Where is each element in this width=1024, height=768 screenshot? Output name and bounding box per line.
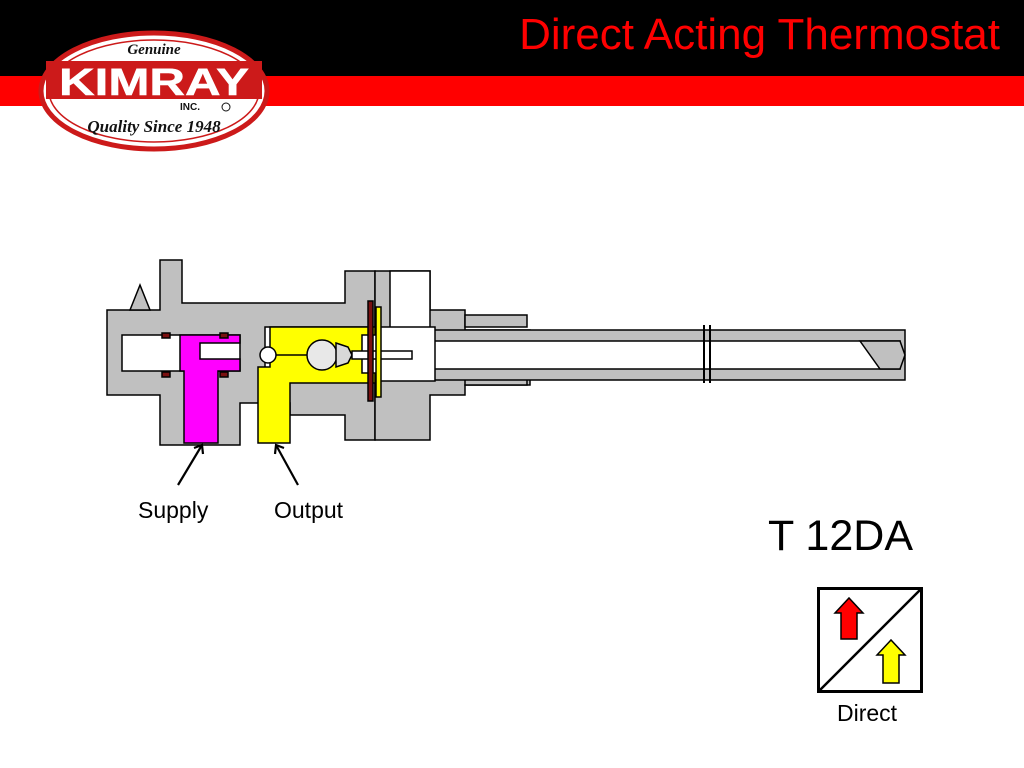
model-number: T 12DA	[768, 512, 913, 560]
output-label: Output	[274, 497, 344, 523]
bellows-ball	[306, 339, 338, 371]
kimray-logo: Genuine KIMRAY INC. Quality Since 1948	[38, 30, 270, 152]
supply-label: Supply	[138, 497, 209, 523]
action-label: Direct	[837, 700, 898, 726]
thermostat-cross-section	[106, 259, 906, 486]
logo-sub-text: INC.	[180, 102, 200, 113]
red-up-arrow-icon	[833, 596, 865, 640]
supply-passage	[179, 334, 241, 444]
logo-brand: KIMRAY	[59, 62, 249, 104]
logo-tagline: Quality Since 1948	[87, 117, 221, 136]
stem-tip	[858, 340, 906, 370]
threaded-fitting	[464, 314, 528, 328]
direct-action-symbol	[817, 587, 923, 693]
slide-title: Direct Acting Thermostat	[519, 10, 1000, 59]
valve-housing	[106, 259, 376, 446]
yellow-up-arrow-icon	[875, 638, 907, 684]
logo-top-text: Genuine	[127, 42, 181, 58]
vent-tip	[128, 282, 152, 311]
valve-ball	[259, 346, 277, 364]
seal	[161, 332, 171, 339]
